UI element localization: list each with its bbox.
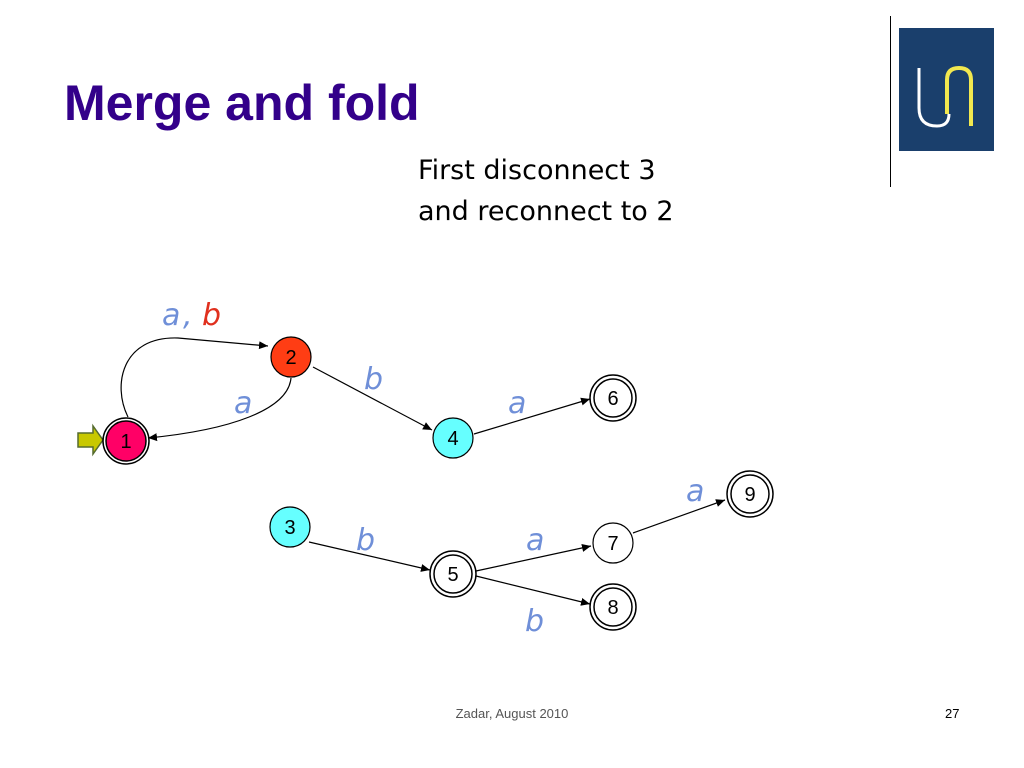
node-label-4: 4: [447, 428, 458, 450]
page-number: 27: [945, 706, 960, 721]
logo-mark-icon: [917, 65, 973, 128]
start-arrow-icon: [77, 423, 104, 457]
note-line-2: and reconnect to 2: [418, 196, 674, 227]
edge-5-to-7: [475, 544, 592, 572]
slide-title: Merge and fold: [64, 75, 420, 131]
node-9: 9: [726, 470, 774, 518]
node-5: 5: [429, 550, 477, 598]
node-6: 6: [589, 374, 637, 422]
note-line-1: First disconnect 3: [418, 155, 656, 186]
edge-2-to-1: [147, 377, 292, 442]
slide-footer: Zadar, August 2010: [455, 706, 569, 721]
node-3: 3: [269, 506, 311, 548]
edge-3-to-5: [308, 541, 431, 572]
edge-label-1-2-b: b: [202, 298, 221, 333]
node-label-1: 1: [120, 431, 131, 453]
edge-label-5-7: a: [526, 523, 544, 558]
edge-label-1-2-comma: ,: [183, 298, 193, 333]
edge-label-5-8: b: [525, 604, 544, 639]
node-1: 1: [102, 417, 150, 465]
edge-label-3-5: b: [356, 523, 375, 558]
edge-label-1-2-a: a: [162, 298, 180, 333]
edge-label-7-9: a: [686, 474, 704, 509]
node-label-8: 8: [607, 597, 618, 619]
node-label-3: 3: [284, 517, 295, 539]
node-7: 7: [592, 522, 634, 564]
node-4: 4: [432, 417, 474, 459]
edge-4-to-6: [473, 397, 591, 435]
node-label-5: 5: [447, 564, 458, 586]
node-label-9: 9: [744, 484, 755, 506]
node-label-2: 2: [285, 347, 296, 369]
edge-5-to-8: [475, 575, 591, 606]
university-logo: [899, 28, 994, 151]
node-label-6: 6: [607, 388, 618, 410]
edge-2-to-4: [312, 366, 433, 431]
node-label-7: 7: [607, 533, 618, 555]
node-8: 8: [589, 583, 637, 631]
instruction-note: First disconnect 3 and reconnect to 2: [418, 150, 674, 232]
edge-1-to-2: [120, 337, 269, 418]
edge-label-2-4: b: [364, 362, 383, 397]
edge-label-2-1: a: [234, 386, 252, 421]
header-divider: [890, 16, 891, 187]
edge-label-4-6: a: [508, 386, 526, 421]
node-2: 2: [270, 336, 312, 378]
edge-7-to-9: [632, 499, 726, 534]
